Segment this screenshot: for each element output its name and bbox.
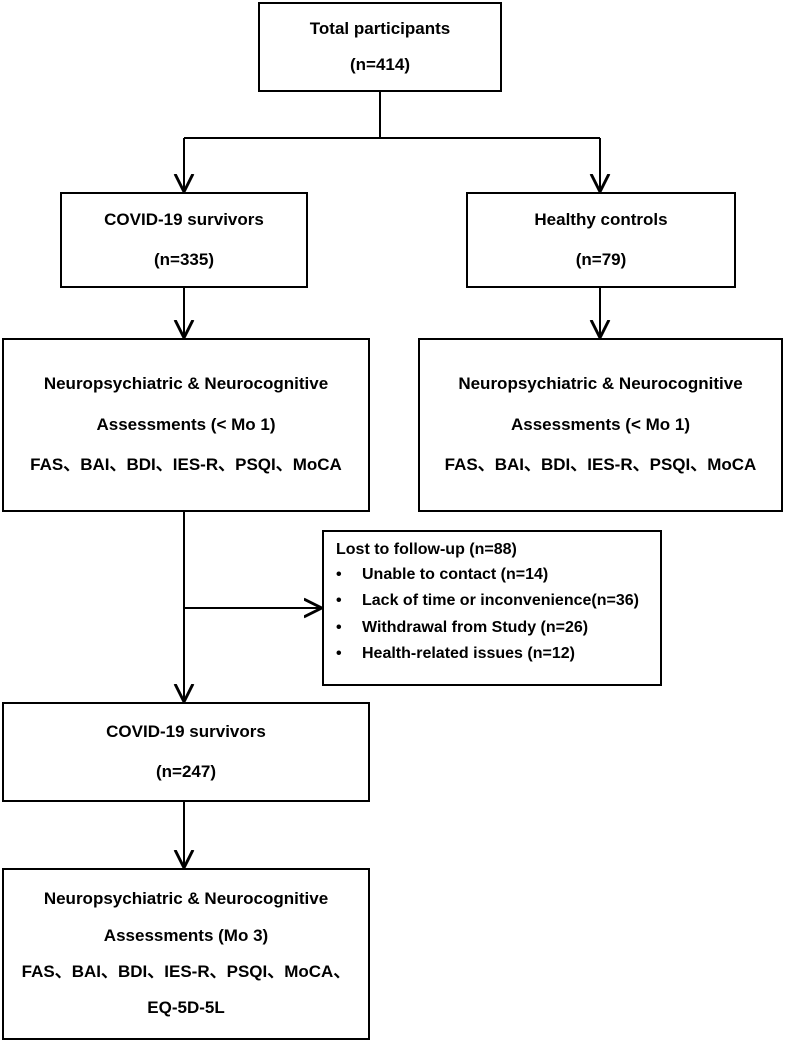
assessment-heading: Neuropsychiatric & Neurocognitive bbox=[43, 374, 329, 394]
assessment-timepoint: Assessments (Mo 3) bbox=[103, 925, 269, 945]
lost-to-follow-up-title: Lost to follow-up (n=88) bbox=[336, 541, 517, 558]
assessment-scales-extra: EQ-5D-5L bbox=[147, 998, 225, 1018]
followup-assessment-box: Neuropsychiatric & Neurocognitive Assess… bbox=[2, 868, 370, 1040]
bullet-icon: • bbox=[336, 592, 342, 610]
assessment-timepoint: Assessments (< Mo 1) bbox=[96, 414, 276, 434]
list-item: • Lack of time or inconvenience(n=36) bbox=[336, 591, 639, 610]
lost-reason-label: Lack of time or inconvenience(n=36) bbox=[362, 592, 639, 610]
bullet-icon: • bbox=[336, 566, 342, 584]
assessment-scales: FAS、BAI、BDI、IES-R、PSQI、MoCA bbox=[30, 455, 342, 475]
list-item: • Withdrawal from Study (n=26) bbox=[336, 618, 639, 637]
covid-survivors-baseline-count: (n=335) bbox=[154, 250, 214, 269]
assessment-timepoint: Assessments (< Mo 1) bbox=[510, 414, 691, 434]
lost-reason-label: Health-related issues (n=12) bbox=[362, 644, 575, 662]
list-item: • Unable to contact (n=14) bbox=[336, 565, 639, 584]
bullet-icon: • bbox=[336, 618, 342, 636]
total-participants-box: Total participants (n=414) bbox=[258, 2, 502, 92]
lost-reason-label: Unable to contact (n=14) bbox=[362, 566, 549, 584]
covid-survivors-followup-title: COVID-19 survivors bbox=[106, 721, 266, 741]
covid-baseline-assessment-box: Neuropsychiatric & Neurocognitive Assess… bbox=[2, 338, 370, 512]
bullet-icon: • bbox=[336, 644, 342, 662]
healthy-controls-count: (n=79) bbox=[575, 250, 627, 269]
healthy-controls-title: Healthy controls bbox=[534, 209, 668, 229]
assessment-scales: FAS、BAI、BDI、IES-R、PSQI、MoCA、 bbox=[21, 962, 351, 981]
lost-reason-label: Withdrawal from Study (n=26) bbox=[362, 618, 589, 636]
covid-survivors-followup-count: (n=247) bbox=[156, 762, 216, 781]
covid-survivors-followup-box: COVID-19 survivors (n=247) bbox=[2, 702, 370, 802]
assessment-heading: Neuropsychiatric & Neurocognitive bbox=[43, 889, 329, 909]
assessment-heading: Neuropsychiatric & Neurocognitive bbox=[458, 374, 743, 394]
assessment-scales: FAS、BAI、BDI、IES-R、PSQI、MoCA bbox=[444, 455, 757, 475]
covid-survivors-baseline-title: COVID-19 survivors bbox=[104, 209, 264, 229]
lost-to-follow-up-box: Lost to follow-up (n=88) • Unable to cont… bbox=[322, 530, 662, 686]
total-participants-count: (n=414) bbox=[350, 55, 410, 74]
total-participants-title: Total participants bbox=[309, 18, 451, 38]
lost-reasons-list: • Unable to contact (n=14) • Lack of time … bbox=[336, 565, 639, 670]
healthy-controls-box: Healthy controls (n=79) bbox=[466, 192, 736, 288]
covid-survivors-baseline-box: COVID-19 survivors (n=335) bbox=[60, 192, 308, 288]
list-item: • Health-related issues (n=12) bbox=[336, 644, 639, 663]
healthy-assessment-box: Neuropsychiatric & Neurocognitive Assess… bbox=[418, 338, 783, 512]
